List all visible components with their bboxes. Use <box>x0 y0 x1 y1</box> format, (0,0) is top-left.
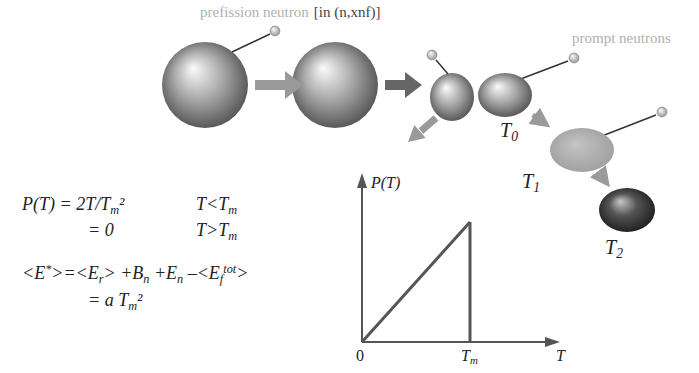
text-run: +E <box>149 263 177 283</box>
neutron-track <box>602 115 656 136</box>
process-arrow <box>285 71 303 99</box>
process-arrow <box>255 80 286 90</box>
distribution-line <box>469 222 472 342</box>
neutron <box>427 50 437 60</box>
text-run: m <box>228 229 237 243</box>
text-run: r <box>99 272 104 286</box>
formula-text: <E*>=<Er> +Bn +En –<Eftot> <box>22 263 248 284</box>
neutron-track <box>518 61 568 80</box>
fragment-sphere: T0 <box>478 73 532 117</box>
axis-arrowhead <box>357 173 367 188</box>
temperature-label: T2 <box>605 236 623 259</box>
plot-axis <box>361 186 363 342</box>
text-run: T>T <box>196 220 228 240</box>
text-run: prefission neutron <box>200 4 309 20</box>
text-run: ² <box>119 194 124 214</box>
text-run: f <box>220 272 223 286</box>
text-run: T<T <box>196 194 228 214</box>
fragment-body <box>478 73 532 117</box>
text-run: T <box>500 119 511 141</box>
text-run: 1 <box>533 180 540 195</box>
neutron <box>270 26 280 36</box>
plot-axis <box>362 341 547 343</box>
process-arrow <box>421 118 436 131</box>
axis-label: P(T) <box>371 174 400 192</box>
text-run: [in (n,xnf)] <box>314 4 381 20</box>
annotation-label: [in (n,xnf)] <box>314 4 381 21</box>
decay-arrow <box>599 173 605 181</box>
annotation-label: prefission neutron <box>200 4 309 21</box>
text-run: > +B <box>103 263 143 283</box>
neutron-track <box>436 60 448 74</box>
text-run: n <box>177 272 183 286</box>
fragment-outline <box>550 128 614 172</box>
text-run: > <box>236 263 248 283</box>
text-run: = a T <box>88 290 128 310</box>
text-run: prompt neutrons <box>572 30 671 46</box>
text-run: <E <box>22 263 45 283</box>
formula-text: T>Tm <box>196 220 237 241</box>
fragment-body <box>599 188 655 232</box>
decay-arrow <box>533 115 544 123</box>
neutron <box>657 107 667 117</box>
text-run: 0 <box>511 129 518 144</box>
text-run: T <box>461 347 470 364</box>
text-run: >=<E <box>51 263 98 283</box>
formula-text: = a Tm² <box>88 290 142 311</box>
fragment-sphere: T1 <box>550 128 614 172</box>
formula-text: T<Tm <box>196 194 237 215</box>
process-arrow <box>385 80 406 90</box>
fragment-sphere: T2 <box>599 188 655 232</box>
temperature-label: T0 <box>500 119 518 142</box>
axis-label: T <box>556 347 565 365</box>
nucleus-sphere <box>162 42 248 128</box>
fragment-outline <box>599 188 655 232</box>
neutron-track <box>232 34 270 52</box>
fragment-body <box>550 128 614 172</box>
axis-label: 0 <box>356 347 364 365</box>
text-run: = 0 <box>88 220 114 240</box>
axis-label: Tm <box>461 347 478 365</box>
text-run: T <box>556 347 565 364</box>
annotation-label: prompt neutrons <box>572 30 671 47</box>
text-run: tot <box>223 262 236 276</box>
text-run: –<E <box>183 263 220 283</box>
axis-arrowhead <box>545 337 560 347</box>
text-run: * <box>45 262 51 276</box>
distribution-line <box>362 222 470 342</box>
fragment-sphere <box>430 73 474 121</box>
temperature-label: T1 <box>522 170 540 193</box>
text-run: n <box>143 272 149 286</box>
text-run: m <box>228 203 237 217</box>
text-run: T <box>605 236 616 258</box>
process-arrow <box>405 72 422 98</box>
text-run: m <box>110 203 119 217</box>
neutron <box>569 53 579 63</box>
text-run: m <box>470 354 478 366</box>
text-run: T <box>522 170 533 192</box>
fragment-outline <box>478 73 532 117</box>
text-run: P(T) = 2T/T <box>22 194 110 214</box>
text-run: 2 <box>616 246 623 261</box>
text-run: P(T) <box>371 174 400 191</box>
formula-text: = 0 <box>88 220 114 241</box>
formula-text: P(T) = 2T/Tm² <box>22 194 124 215</box>
nucleus-sphere <box>292 42 378 128</box>
text-run: 0 <box>356 347 364 364</box>
text-run: ² <box>137 290 142 310</box>
process-arrow <box>408 125 426 142</box>
text-run: m <box>128 299 137 313</box>
